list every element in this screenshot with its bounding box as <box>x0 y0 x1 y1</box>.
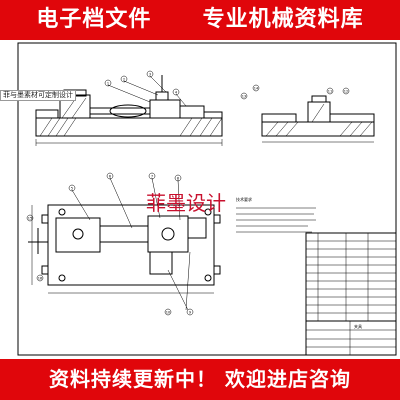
balloon-circle <box>146 70 154 78</box>
balloon-circle <box>26 214 34 222</box>
side-left-block <box>261 113 297 123</box>
balloon-circle <box>172 88 180 96</box>
plan-base-plate <box>47 204 215 286</box>
side-clamp <box>307 101 331 123</box>
section-hatch-front <box>39 97 223 137</box>
balloon-number: 14 <box>254 86 259 90</box>
balloon-circle <box>36 274 44 282</box>
balloon-circle <box>68 184 76 192</box>
right-stop <box>203 111 223 119</box>
plan-rod <box>99 225 149 243</box>
balloon-number: 7 <box>151 174 153 178</box>
balloon-circle <box>106 172 114 180</box>
plan-lower-block <box>149 251 173 275</box>
plan-bolt <box>58 208 66 216</box>
section-hatch-side <box>265 103 373 137</box>
balloon-number: 9 <box>189 310 191 314</box>
side-base <box>261 121 375 137</box>
rod-collar <box>109 104 147 118</box>
balloon-circle <box>148 172 156 180</box>
balloon-number: 13 <box>242 94 246 98</box>
left-block <box>35 109 59 119</box>
balloon-number: 11 <box>328 89 332 93</box>
balloon-number: 3 <box>149 72 151 76</box>
balloon-circle <box>186 308 194 316</box>
front-view <box>35 75 223 146</box>
base-plate <box>35 117 223 137</box>
side-right-block <box>329 113 375 123</box>
clamp-screw-head <box>155 91 169 101</box>
balloon-circle <box>326 87 334 95</box>
balloon-circle <box>174 174 182 182</box>
balloon-circle <box>164 308 172 316</box>
tech-requirements-heading: 技术要求 <box>236 196 252 202</box>
balloon-number: 12 <box>344 89 348 93</box>
drawing-frame <box>17 42 397 356</box>
balloon-number: 2 <box>123 77 125 81</box>
parts-list: 夹具 <box>305 232 397 356</box>
tech-requirements-lines <box>236 207 316 233</box>
balloon-number: 5 <box>71 186 73 190</box>
side-clamp-top <box>311 95 327 103</box>
banner-right-text: 专业机械资料库 <box>202 7 364 32</box>
balloon-circle <box>104 79 112 87</box>
top-banner: 电子档文件 专业机械资料库 <box>0 0 400 40</box>
balloon-number: 1 <box>107 81 109 85</box>
balloon-number: 4 <box>175 90 178 94</box>
side-view <box>261 95 375 143</box>
title-block-name: 夹具 <box>354 323 362 329</box>
plan-vise <box>55 217 101 253</box>
plan-view <box>28 177 221 311</box>
banner-left-text: 电子档文件 <box>36 7 152 32</box>
balloon-circle <box>252 84 260 92</box>
balloon-number: 16 <box>38 276 42 280</box>
plan-clamp <box>147 215 189 253</box>
balloon-number: 15 <box>28 216 32 220</box>
balloon-circle <box>120 75 128 83</box>
clamp-body <box>149 99 181 119</box>
balloon-number: 6 <box>109 174 111 178</box>
balloon-circle <box>342 87 350 95</box>
balloon-number: 10 <box>166 310 170 314</box>
balloon-circle <box>240 92 248 100</box>
right-jaw <box>179 105 205 119</box>
side-watermark: 菲与墨素材可定制设计 <box>0 90 76 101</box>
balloon-number: 8 <box>177 176 179 180</box>
bottom-banner: 资料持续更新中！ 欢迎进店咨询 <box>0 359 400 400</box>
designer-stamp: 菲墨设计 <box>146 191 226 215</box>
plan-right-jaw <box>187 217 207 239</box>
